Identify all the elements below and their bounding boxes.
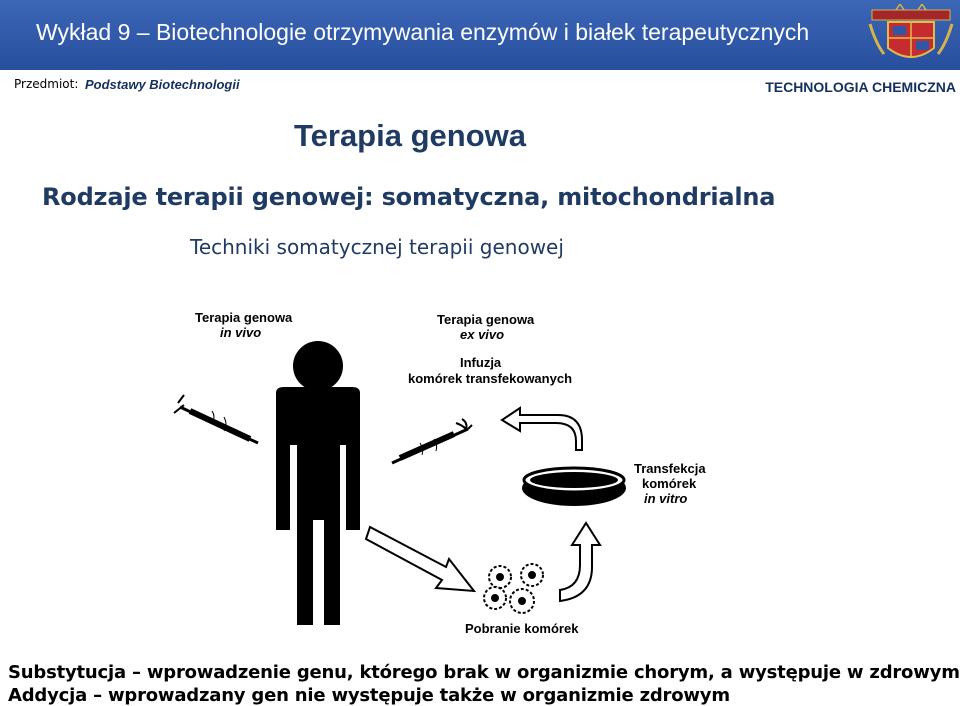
lecture-title: Wykład 9 – Biotechnologie otrzymywania e… — [36, 19, 810, 45]
subject-row: Przedmiot: Podstawy Biotechnologii TECHN… — [0, 70, 960, 98]
ex-vivo-label-line2: ex vivo — [460, 327, 504, 342]
syringe-in-vivo-icon — [173, 394, 259, 445]
cell-collection-label: Pobranie komórek — [465, 621, 579, 636]
in-vivo-label-line1: Terapia genowa — [195, 310, 293, 325]
transfection-label-line3: in vitro — [644, 491, 687, 506]
syringe-ex-vivo-icon — [391, 418, 473, 465]
infusion-label-line2: komórek transfekowanych — [408, 371, 572, 386]
arrow-infusion-icon — [500, 406, 583, 451]
ex-vivo-label-line1: Terapia genowa — [437, 312, 535, 327]
arrow-transfection-icon — [559, 521, 602, 603]
header-bar: Wykład 9 – Biotechnologie otrzymywania e… — [0, 0, 960, 70]
petri-dish-icon — [522, 466, 626, 506]
slide-subtitle-techniques: Techniki somatycznej terapii genowej — [190, 235, 564, 259]
transfection-label-line1: Transfekcja — [634, 461, 706, 476]
transfection-label-line2: komórek — [642, 476, 697, 491]
subject-label: Przedmiot: — [14, 77, 79, 91]
addition-definition: Addycja – wprowadzany gen nie występuje … — [8, 685, 730, 706]
slide-subtitle: Rodzaje terapii genowej: somatyczna, mit… — [42, 183, 776, 211]
infusion-label-line1: Infuzja — [460, 355, 502, 370]
substitution-definition: Substytucja – wprowadzenie genu, którego… — [8, 662, 960, 683]
arrow-collection-icon — [364, 525, 477, 593]
in-vivo-label-line2: in vivo — [220, 325, 261, 340]
university-crest-icon — [868, 4, 954, 58]
subject-name: Podstawy Biotechnologii — [85, 77, 240, 92]
department-label: TECHNOLOGIA CHEMICZNA — [765, 79, 956, 95]
cells-cluster-icon — [483, 563, 544, 614]
human-figure-icon — [276, 341, 360, 625]
gene-therapy-diagram: Terapia genowa in vivo Terapia genowa ex… — [173, 310, 706, 636]
slide-title: Terapia genowa — [294, 118, 526, 153]
